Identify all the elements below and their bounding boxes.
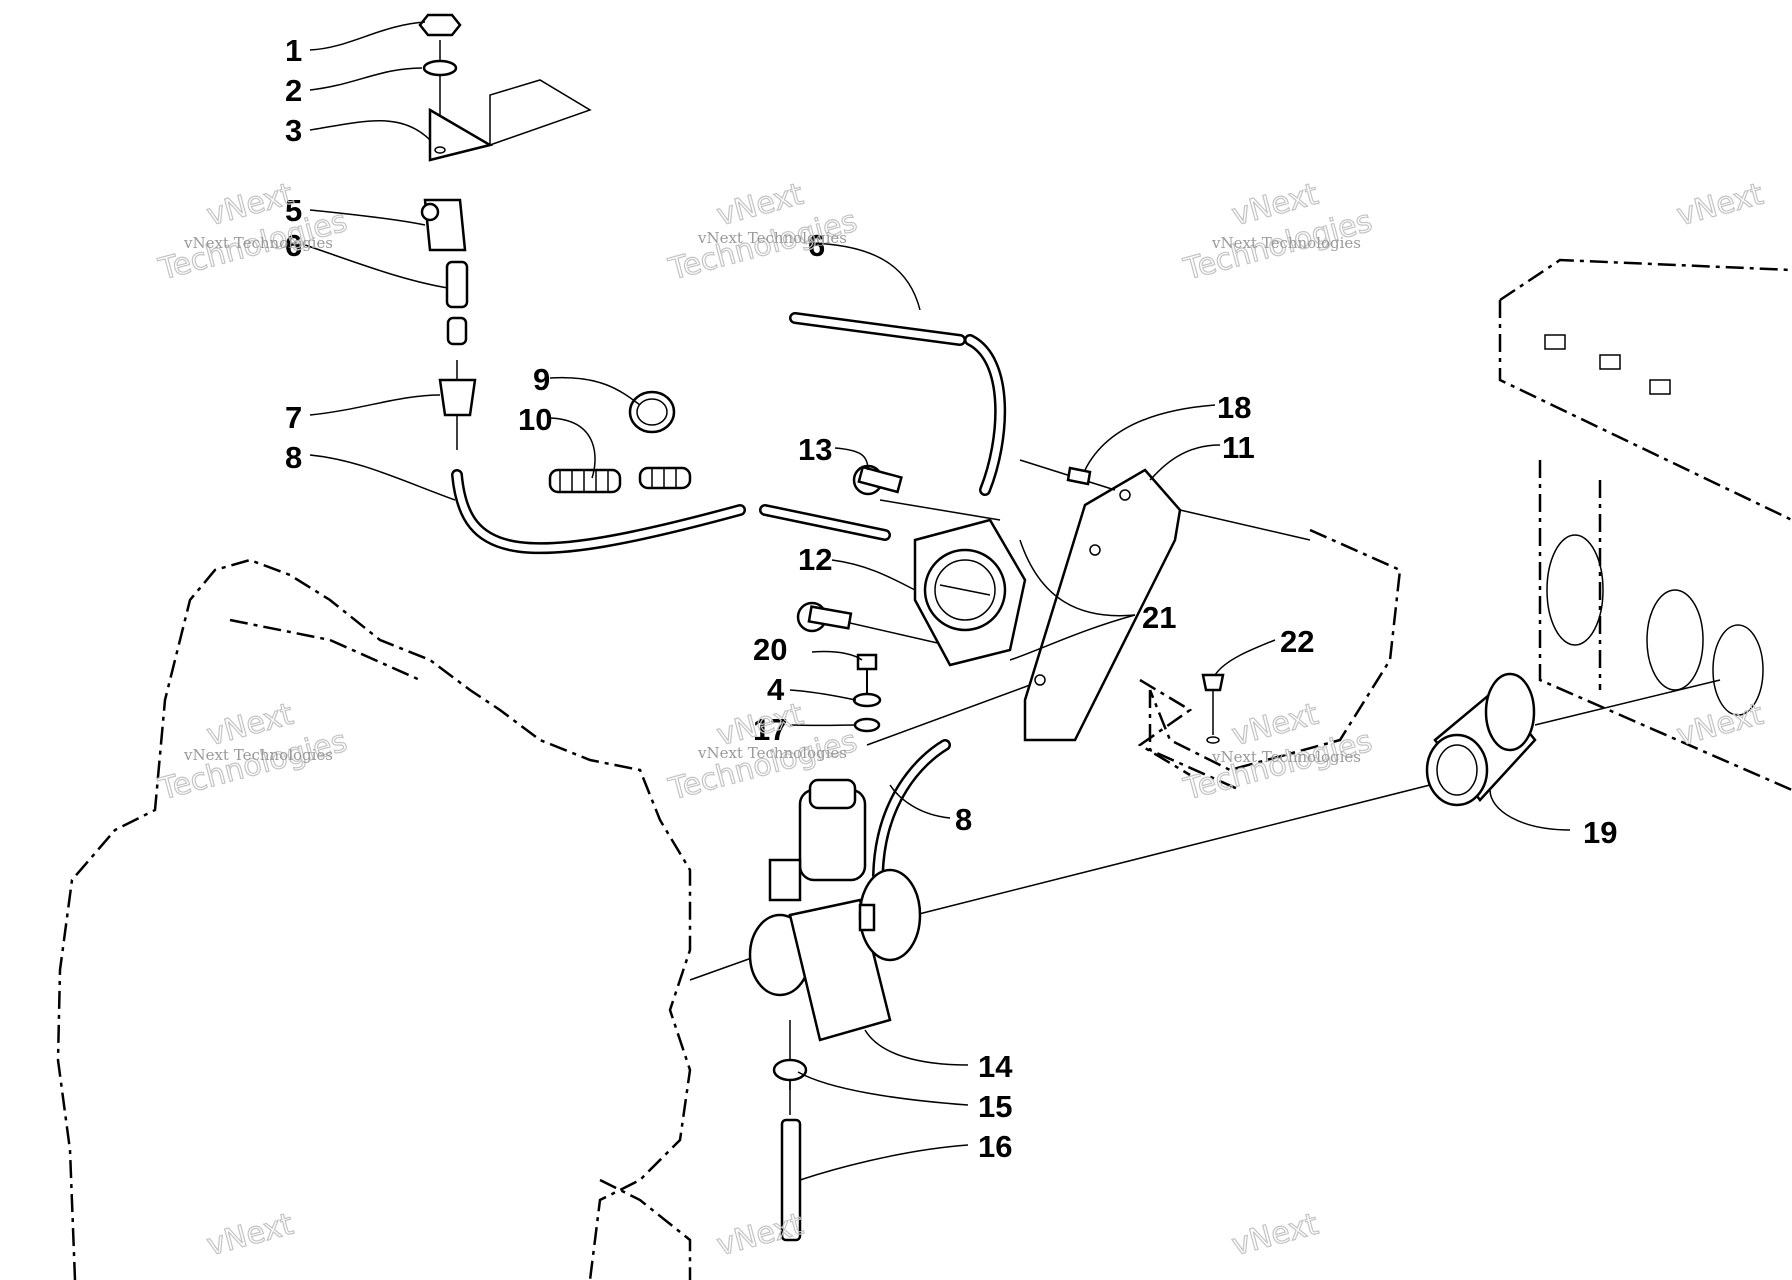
label-part-10: 10 bbox=[518, 402, 552, 437]
fuel-pump bbox=[796, 464, 1027, 667]
label-part-4: 4 bbox=[767, 672, 785, 707]
hose-part-6 bbox=[445, 260, 469, 309]
label-part-6-right: 6 bbox=[808, 228, 825, 263]
hardware-20-4-17 bbox=[852, 653, 1031, 746]
label-part-9: 9 bbox=[533, 362, 550, 397]
watermark: vNext Technologies bbox=[1179, 696, 1376, 808]
clamp-part-9 bbox=[628, 390, 676, 434]
label-part-8-bottom: 8 bbox=[955, 802, 972, 837]
svg-text:vNext: vNext bbox=[1673, 177, 1767, 234]
watermark: vNext Technologies bbox=[1179, 176, 1376, 288]
label-part-7: 7 bbox=[285, 400, 302, 435]
label-part-2: 2 bbox=[285, 73, 302, 108]
watermark: vNext Technologies bbox=[664, 176, 861, 288]
label-part-21: 21 bbox=[1142, 600, 1176, 635]
label-part-18: 18 bbox=[1217, 390, 1251, 425]
label-part-11: 11 bbox=[1222, 430, 1255, 465]
watermark: vNext Technologies bbox=[154, 176, 351, 288]
mount-outline bbox=[1137, 678, 1193, 777]
chassis-outline bbox=[1148, 528, 1402, 792]
watermark-text: vNext Technologies bbox=[183, 746, 333, 764]
watermark-text: vNext Technologies bbox=[1211, 748, 1361, 766]
label-part-15: 15 bbox=[978, 1089, 1012, 1124]
jet-parts-15-16 bbox=[772, 1020, 808, 1242]
watermark: vNext bbox=[1228, 1206, 1323, 1264]
watermark: vNext bbox=[203, 1206, 298, 1264]
label-part-3: 3 bbox=[285, 113, 302, 148]
watermark-text: vNext Technologies bbox=[183, 234, 333, 252]
svg-text:vNext: vNext bbox=[203, 1207, 297, 1264]
rivet-part-18 bbox=[1066, 466, 1092, 486]
leader-lines bbox=[304, 21, 1571, 1181]
label-part-17: 17 bbox=[753, 712, 787, 747]
hardware-part-22 bbox=[1201, 673, 1225, 744]
nut-part-1 bbox=[418, 13, 462, 37]
label-part-6: 6 bbox=[285, 228, 302, 263]
watermark-text: vNext Technologies bbox=[697, 229, 847, 247]
label-part-22: 22 bbox=[1280, 624, 1314, 659]
airbox-outline bbox=[1498, 258, 1792, 792]
fuel-hoses bbox=[451, 312, 1007, 881]
svg-text:vNext: vNext bbox=[1228, 1207, 1322, 1264]
engine-outline bbox=[56, 558, 692, 1280]
label-part-14: 14 bbox=[978, 1049, 1013, 1084]
intake-boot-part-19 bbox=[1425, 672, 1721, 807]
watermark: vNext bbox=[713, 1206, 808, 1264]
watermark-text: vNext Technologies bbox=[1211, 234, 1361, 252]
label-part-20: 20 bbox=[753, 632, 787, 667]
bracket-part-3 bbox=[428, 107, 494, 162]
label-part-12: 12 bbox=[798, 542, 832, 577]
filter-part-7 bbox=[438, 378, 477, 417]
label-part-13: 13 bbox=[798, 432, 832, 467]
label-part-19: 19 bbox=[1583, 815, 1617, 850]
label-part-16: 16 bbox=[978, 1129, 1012, 1164]
fuel-valve-stack bbox=[418, 13, 592, 450]
svg-text:vNext: vNext bbox=[713, 1207, 807, 1264]
watermark-text: vNext Technologies bbox=[697, 744, 847, 762]
label-part-1: 1 bbox=[285, 33, 302, 68]
watermark: vNext bbox=[1673, 696, 1768, 754]
part-labels: 1 2 3 5 6 7 8 9 10 6 13 12 20 4 17 18 11… bbox=[285, 33, 1617, 1164]
washer-part-2 bbox=[422, 59, 458, 77]
watermark: vNext bbox=[1673, 176, 1768, 234]
carburetor-part-14 bbox=[689, 778, 1431, 1042]
label-part-8-top: 8 bbox=[285, 440, 302, 475]
springs-part-10 bbox=[548, 466, 692, 494]
bracket-part-11 bbox=[1019, 459, 1311, 742]
svg-text:vNext: vNext bbox=[1673, 697, 1767, 754]
label-part-5: 5 bbox=[285, 193, 302, 228]
